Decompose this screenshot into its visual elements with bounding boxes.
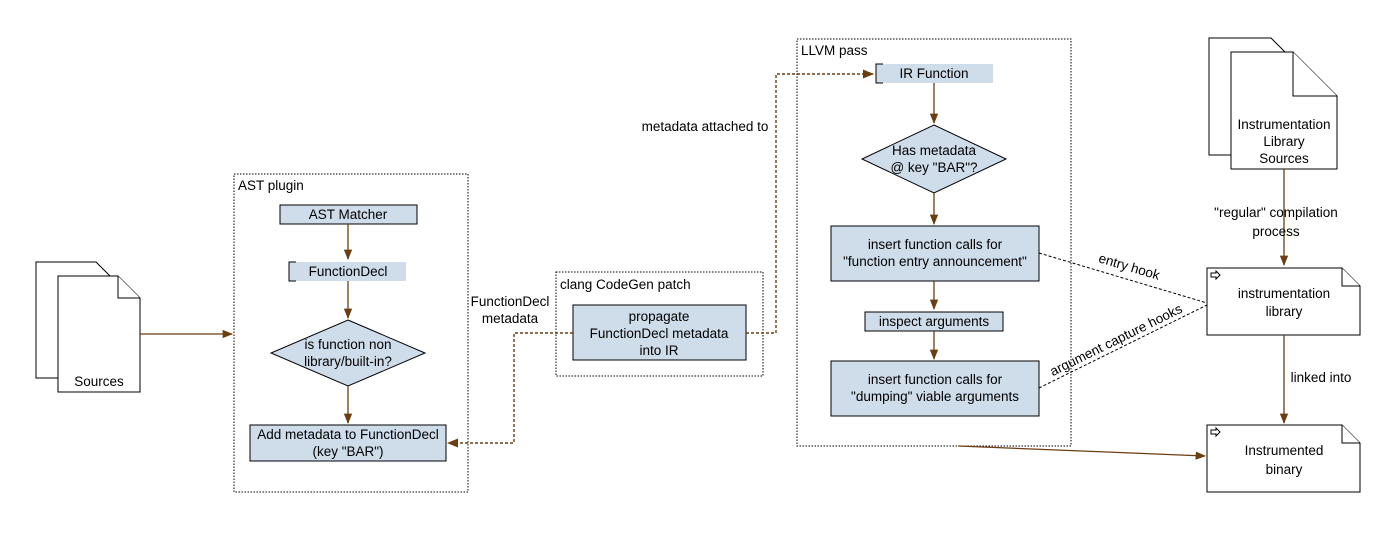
has-metadata-line-1: Has metadata (892, 143, 977, 158)
add-metadata-box (249, 424, 447, 462)
metadata-attached-label: metadata attached to (642, 119, 769, 134)
llvm-pass-title: LLVM pass (801, 43, 868, 58)
instrumentation-library-node: instrumentation library (1206, 267, 1361, 336)
ir-function-label: IR Function (899, 66, 968, 81)
ast-plugin-title: AST plugin (238, 178, 304, 193)
non-library-decision (269, 319, 427, 387)
function-decl-box (289, 262, 406, 281)
llvm-pass-group (796, 38, 1072, 447)
instrumented-binary-line-1: Instrumented (1245, 443, 1324, 458)
codegen-group (555, 271, 764, 377)
library-sources-line-2: Library (1263, 134, 1305, 149)
propagate-box (572, 304, 747, 361)
argument-hooks-line (1038, 304, 1208, 389)
decision-line-2: library/built-in? (304, 354, 392, 369)
add-metadata-line-1: Add metadata to FunctionDecl (257, 427, 439, 442)
sources-document: Sources (35, 261, 141, 393)
regular-compilation-line-2: process (1252, 224, 1300, 239)
module-icon (1210, 269, 1221, 281)
sources-label: Sources (74, 374, 124, 389)
propagate-line-3: into IR (639, 343, 678, 358)
propagate-to-ir-function-arrow (746, 69, 875, 334)
regular-compilation-line-1: "regular" compilation (1214, 205, 1338, 220)
ir-function-box (876, 64, 993, 83)
argument-hooks-label: argument capture hooks (1047, 301, 1184, 379)
insert-entry-line-1: insert function calls for (868, 237, 1003, 252)
library-sources-line-1: Instrumentation (1237, 117, 1330, 132)
insert-dump-line-1: insert function calls for (868, 372, 1003, 387)
functiondecl-metadata-line-1: FunctionDecl (471, 294, 550, 309)
ast-matcher-label: AST Matcher (309, 207, 388, 222)
insert-entry-box (830, 225, 1040, 282)
ast-plugin-group (233, 173, 469, 493)
insert-entry-line-2: "function entry announcement" (843, 254, 1027, 269)
llvm-to-binary-arrow (957, 445, 1207, 460)
module-icon (1210, 426, 1221, 438)
propagate-line-2: FunctionDecl metadata (590, 326, 729, 341)
functiondecl-metadata-line-2: metadata (482, 311, 539, 326)
instrumentation-library-line-1: instrumentation (1238, 286, 1330, 301)
codegen-title: clang CodeGen patch (560, 277, 691, 292)
entry-hook-line (1038, 252, 1208, 304)
library-sources-document: Instrumentation Library Sources (1208, 37, 1338, 170)
library-sources-line-3: Sources (1259, 151, 1309, 166)
has-metadata-line-2: @ key "BAR"? (890, 160, 977, 175)
entry-hook-label: entry hook (1097, 251, 1162, 283)
decision-line-1: is function non (304, 337, 391, 352)
function-decl-label: FunctionDecl (309, 264, 388, 279)
propagate-line-1: propagate (629, 309, 690, 324)
has-metadata-decision (860, 124, 1008, 194)
insert-dump-box (830, 360, 1040, 417)
insert-dump-line-2: "dumping" viable arguments (851, 389, 1019, 404)
instrumented-binary-line-2: binary (1266, 462, 1303, 477)
add-metadata-line-2: (key "BAR") (312, 444, 383, 459)
propagate-to-add-metadata-arrow (446, 332, 573, 448)
linked-into-label: linked into (1291, 370, 1352, 385)
instrumented-binary-node: Instrumented binary (1206, 424, 1361, 493)
instrumentation-library-line-2: library (1266, 304, 1303, 319)
inspect-arguments-label: inspect arguments (879, 314, 990, 329)
